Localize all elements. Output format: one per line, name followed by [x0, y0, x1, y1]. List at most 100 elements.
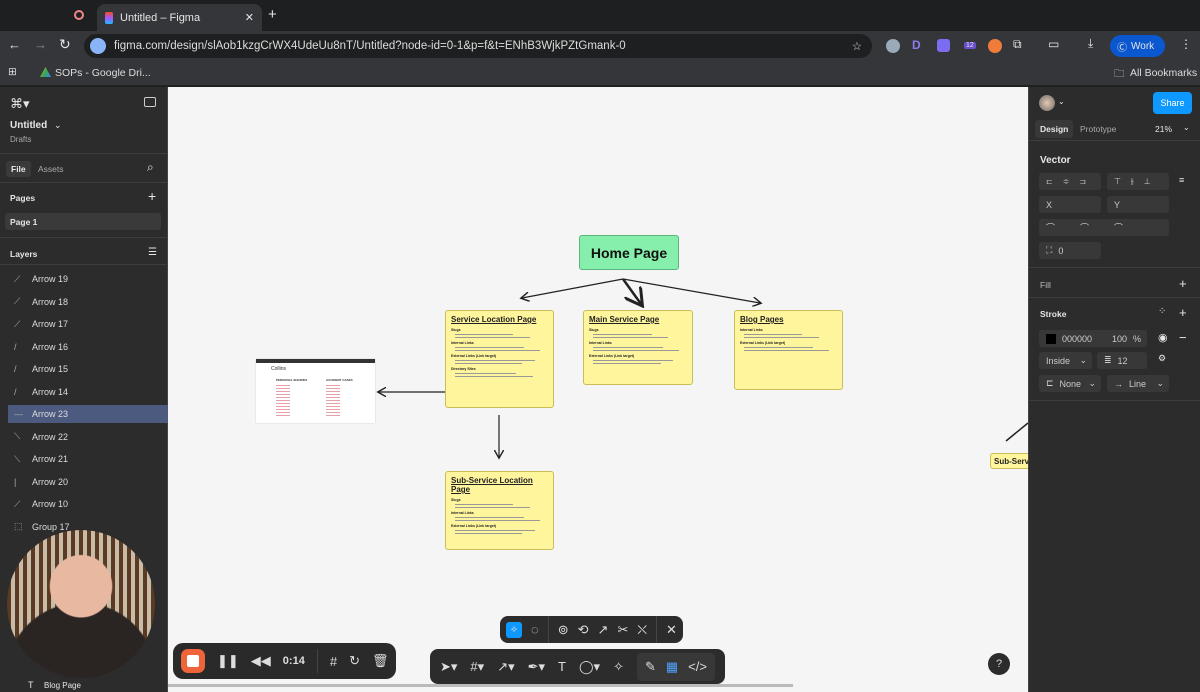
layer-item[interactable]: ⟋Arrow 10: [8, 495, 168, 513]
end-point-select[interactable]: →Line⌄: [1107, 375, 1169, 392]
chevron-down-icon[interactable]: ⌄: [54, 120, 62, 130]
bend-tool-icon[interactable]: ⟲: [577, 621, 589, 637]
stop-recording-button[interactable]: [181, 649, 205, 673]
horizontal-scrollbar[interactable]: [168, 684, 793, 687]
tab-search-icon[interactable]: ▭: [1048, 37, 1060, 51]
all-bookmarks-link[interactable]: All Bookmarks: [1130, 67, 1198, 79]
tab-assets[interactable]: Assets: [38, 164, 64, 174]
tab-file[interactable]: File: [6, 161, 31, 177]
stroke-styles-icon[interactable]: ⁘: [1158, 306, 1167, 317]
pause-icon[interactable]: ❚❚: [217, 653, 239, 668]
distribute-icon[interactable]: ≡: [1179, 175, 1185, 185]
arrow-to-blog[interactable]: [622, 278, 760, 303]
home-page-node[interactable]: Home Page: [579, 235, 679, 270]
vector-handle-mirroring[interactable]: ⌒ ⌒ ⌒: [1039, 219, 1169, 236]
figma-menu-icon[interactable]: ⌘▾: [10, 96, 30, 111]
grid-icon[interactable]: #: [329, 653, 338, 669]
lasso-icon[interactable]: ◌: [531, 622, 539, 637]
corner-radius-input[interactable]: ⛶0: [1039, 242, 1101, 259]
layer-item[interactable]: /Arrow 14: [8, 383, 168, 401]
reload-icon[interactable]: ↻: [59, 36, 71, 52]
align-right-icon[interactable]: ⊐: [1079, 177, 1087, 186]
layer-item[interactable]: —Arrow 23: [8, 405, 168, 423]
stroke-color-swatch[interactable]: [1046, 333, 1056, 344]
add-fill-icon[interactable]: +: [1179, 276, 1187, 291]
forward-icon[interactable]: →: [34, 37, 47, 52]
mirror-angle-icon[interactable]: ⌒: [1080, 223, 1090, 233]
no-mirroring-icon[interactable]: ⌒: [1046, 223, 1056, 233]
search-icon[interactable]: ⌕: [147, 160, 154, 174]
layer-item[interactable]: ⟋Arrow 18: [8, 293, 168, 311]
add-stroke-icon[interactable]: +: [1179, 305, 1187, 320]
add-page-icon[interactable]: +: [148, 188, 157, 204]
bookmark-link[interactable]: SOPs - Google Dri...: [55, 67, 151, 79]
website-screenshot-thumbnail[interactable]: Collins PERSONAL INJURIES ACCIDENT CASES: [256, 359, 375, 423]
chevron-down-icon[interactable]: ⌄: [1183, 123, 1190, 132]
arrow-to-main-service[interactable]: [621, 278, 641, 304]
apps-grid-icon[interactable]: ⊞: [8, 66, 17, 78]
align-center-icon[interactable]: ≑: [1062, 177, 1070, 186]
menu-icon[interactable]: ⋮: [1180, 37, 1192, 51]
trash-icon[interactable]: 🗑: [371, 653, 389, 668]
partial-arrow[interactable]: [1005, 422, 1028, 442]
page-item[interactable]: Page 1: [5, 213, 161, 230]
design-mode-icon[interactable]: ▦: [665, 658, 679, 674]
dev-mode-icon[interactable]: </>: [688, 658, 707, 674]
align-left-icon[interactable]: ⊏: [1046, 177, 1053, 186]
site-info-icon[interactable]: [90, 38, 106, 54]
stroke-weight-input[interactable]: ≣12: [1097, 352, 1147, 369]
x-input[interactable]: X: [1039, 196, 1101, 213]
eye-icon[interactable]: ◉: [1158, 332, 1168, 344]
layer-item[interactable]: ⟍Arrow 22: [8, 428, 168, 446]
help-button[interactable]: ?: [988, 653, 1010, 675]
stroke-settings-icon[interactable]: ⚙: [1158, 353, 1167, 363]
bookmark-star-icon[interactable]: ☆: [851, 41, 862, 53]
rewind-icon[interactable]: ◀◀: [250, 653, 271, 668]
shape-builder-icon[interactable]: ⛌: [637, 621, 648, 637]
edit-vertex-icon[interactable]: ⟡: [506, 621, 522, 638]
frame-tool-icon[interactable]: #▾: [470, 658, 485, 674]
stroke-opacity-value[interactable]: 100: [1111, 333, 1127, 344]
avatar[interactable]: [1039, 95, 1055, 111]
close-icon[interactable]: ✕: [666, 621, 677, 637]
file-name[interactable]: Untitled: [10, 120, 48, 131]
layer-item[interactable]: /Arrow 16: [8, 338, 168, 356]
extension-badge[interactable]: 12: [964, 42, 976, 49]
zoom-level[interactable]: 21%: [1155, 124, 1173, 134]
layer-item[interactable]: ⟍Arrow 21: [8, 450, 168, 468]
layer-item[interactable]: ⟋Arrow 19: [8, 270, 168, 288]
toggle-sidebar-icon[interactable]: [144, 97, 156, 107]
align-top-icon[interactable]: ⊤: [1114, 177, 1121, 186]
pen-tool-icon[interactable]: ✒▾: [527, 658, 546, 674]
close-tab-icon[interactable]: ✕: [244, 12, 254, 24]
start-point-select[interactable]: ⊏None⌄: [1039, 375, 1101, 392]
y-input[interactable]: Y: [1107, 196, 1169, 213]
mirror-angle-length-icon[interactable]: ⌒: [1114, 223, 1124, 233]
layer-item[interactable]: Blog Page: [44, 681, 81, 690]
record-icon[interactable]: [74, 10, 84, 20]
tab-design[interactable]: Design: [1035, 120, 1074, 138]
align-middle-icon[interactable]: ⫲: [1130, 176, 1134, 186]
download-icon[interactable]: ⤓: [1088, 36, 1094, 50]
draw-mode-icon[interactable]: ✎: [644, 658, 656, 674]
arrow-tool-icon[interactable]: ↗▾: [497, 658, 515, 674]
url-field[interactable]: figma.com/design/slAob1kzgCrWX4UdeUu8nT/…: [84, 34, 872, 58]
browser-tab[interactable]: Untitled – Figma ✕: [97, 4, 262, 31]
layers-sort-icon[interactable]: ☰: [148, 247, 157, 258]
arrow-to-service-location[interactable]: [522, 278, 624, 298]
tab-prototype[interactable]: Prototype: [1080, 124, 1117, 134]
comment-tool-icon[interactable]: ◯▾: [578, 658, 601, 674]
align-horizontal-group[interactable]: ⊏ ≑ ⊐: [1039, 173, 1101, 190]
back-icon[interactable]: ←: [8, 37, 21, 52]
layer-item[interactable]: /Arrow 15: [8, 360, 168, 378]
new-tab-icon[interactable]: +: [268, 6, 277, 23]
paint-bucket-icon[interactable]: ⊚: [557, 621, 569, 637]
layer-item[interactable]: ⬚Group 17: [8, 518, 168, 536]
